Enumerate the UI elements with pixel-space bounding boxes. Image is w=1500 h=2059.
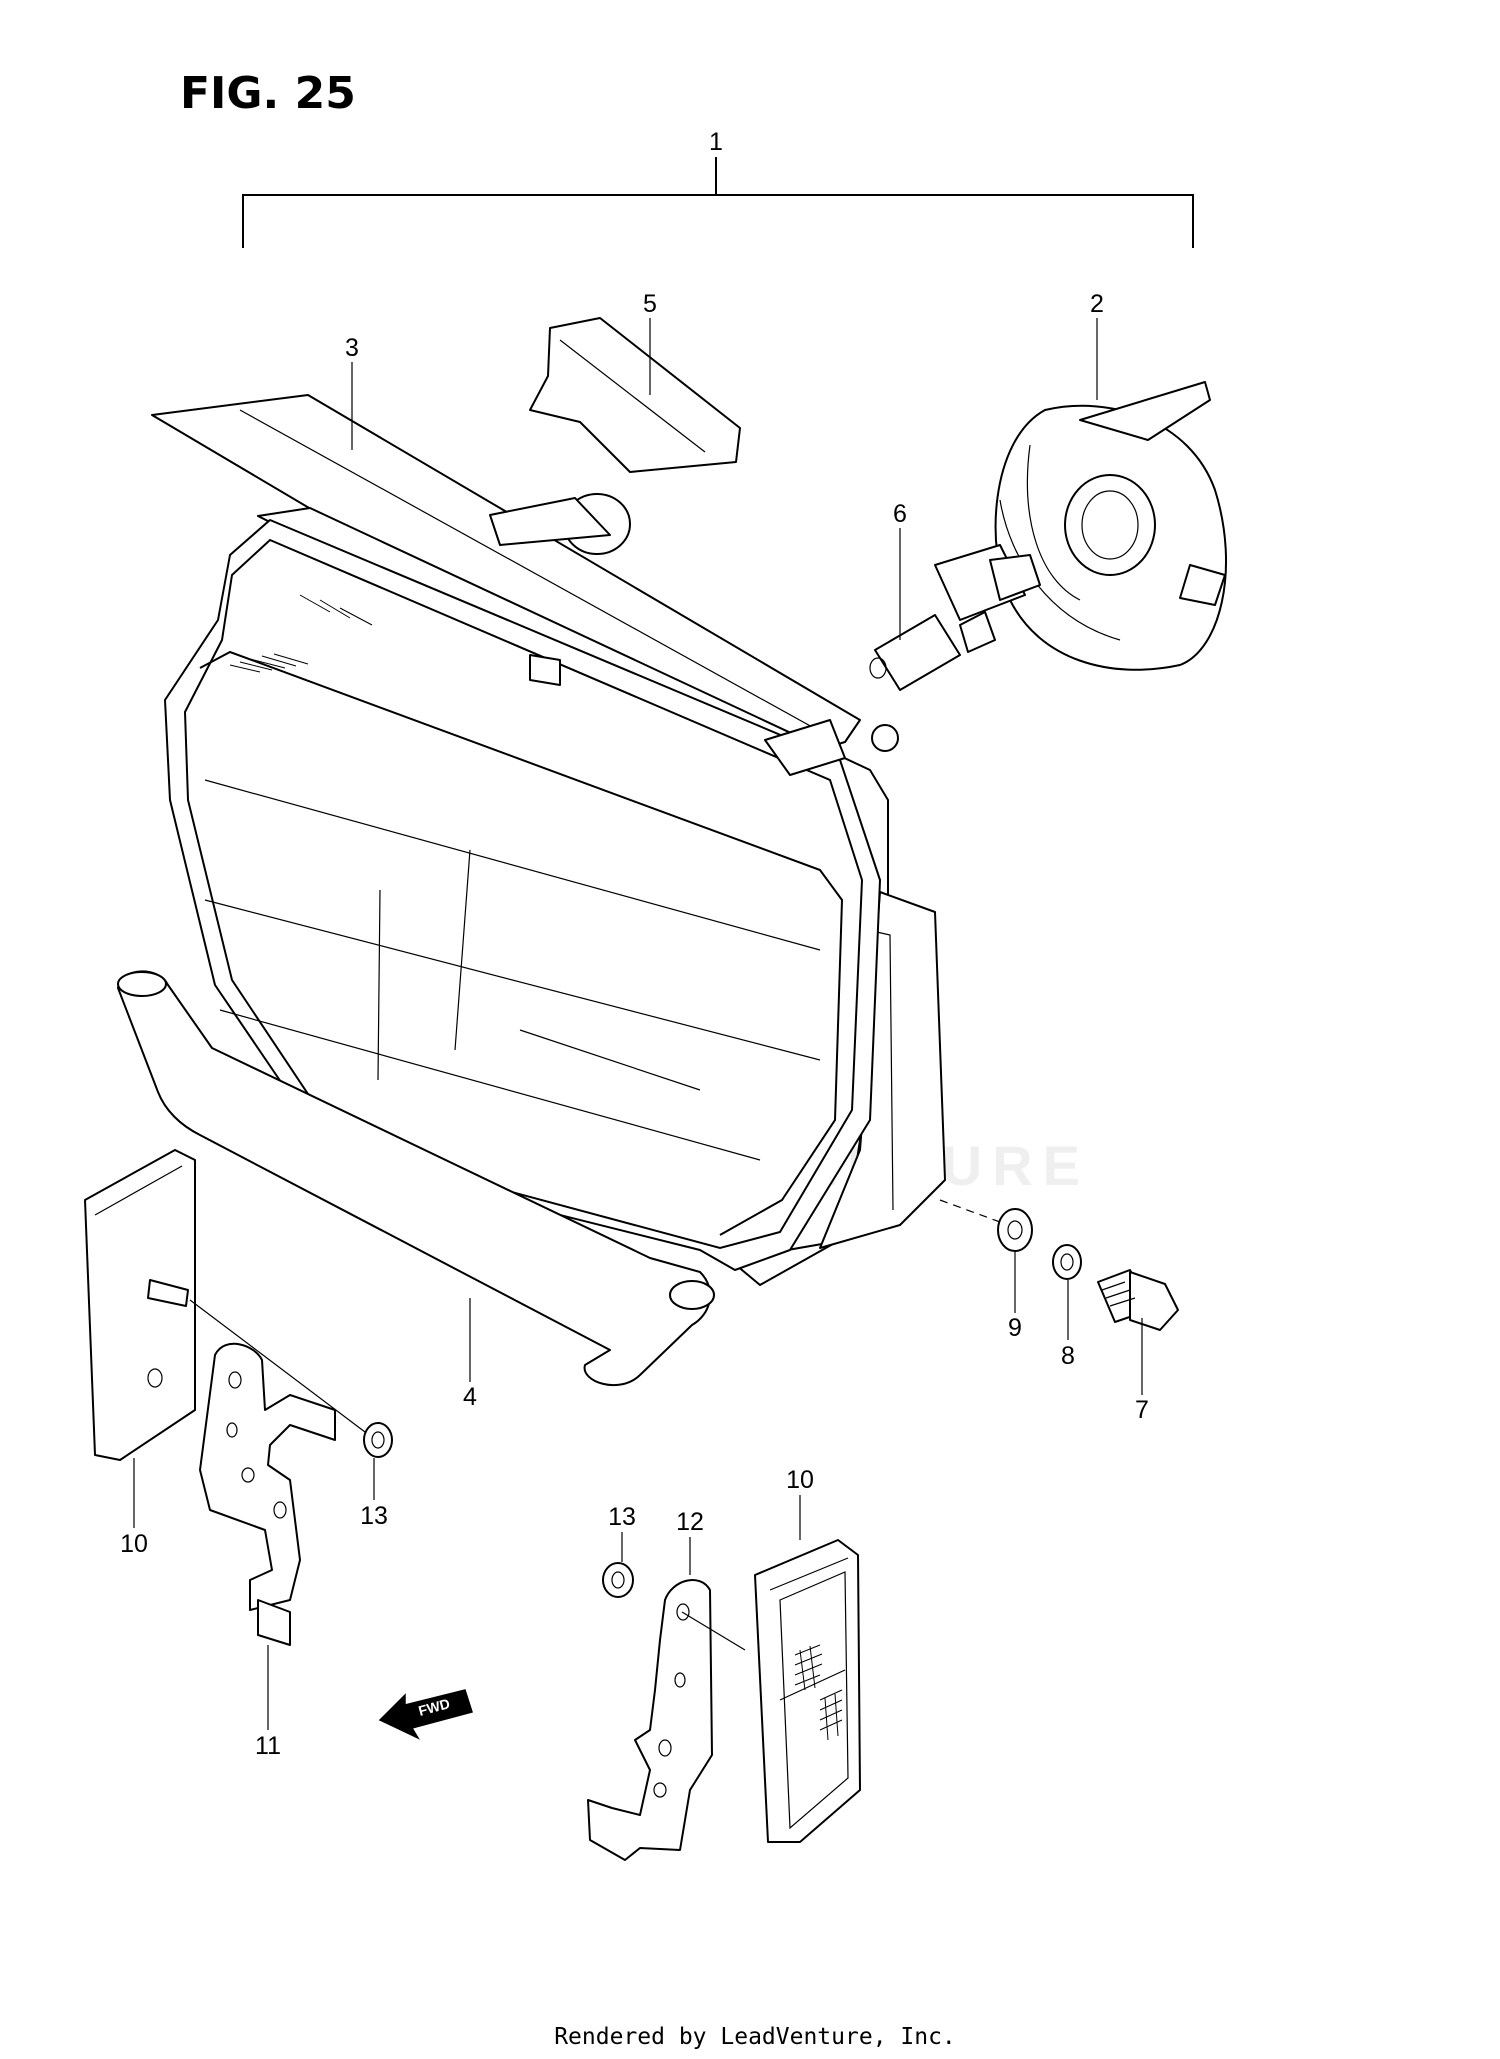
bulb [869,544,1041,691]
callout-13-right: 13 [608,1503,636,1531]
bracket-right [587,1579,713,1861]
callout-5: 5 [643,290,657,318]
fwd-label: FWD [417,1695,452,1719]
reflector-left [84,1149,196,1461]
fwd-arrow-icon: FWD [378,1689,473,1740]
assembly-bracket [242,157,1194,248]
callout-8: 8 [1061,1342,1075,1370]
bolt [1097,1269,1179,1331]
callout-11: 11 [255,1732,281,1760]
lower-cover [117,970,715,1387]
reflector-right [754,1539,861,1843]
leader-stud-left [189,1299,366,1433]
callout-6: 6 [893,500,907,528]
footer-credit: Rendered by LeadVenture, Inc. [554,2024,956,2050]
callout-3: 3 [345,334,359,362]
headlight-lens [164,519,881,1271]
nut-left [363,1422,393,1458]
washer-9 [997,1208,1033,1252]
callout-7: 7 [1135,1396,1149,1424]
stud-left [147,1279,189,1307]
leader-washer [939,1199,1001,1223]
reflector-hatch [794,1644,843,1741]
plate [529,317,741,473]
callout-2: 2 [1090,290,1104,318]
callout-13-left: 13 [360,1502,388,1530]
callout-9: 9 [1008,1314,1022,1342]
nut-right [602,1562,634,1598]
callout-10-right: 10 [786,1466,814,1494]
callout-10-left: 10 [120,1530,148,1558]
leader-lines [133,318,1143,1730]
washer-8 [1052,1244,1082,1280]
callout-1: 1 [709,128,723,156]
callout-12: 12 [676,1508,704,1536]
callout-4: 4 [463,1383,477,1411]
figure-title: FIG. 25 [180,68,356,119]
socket [994,381,1227,671]
bracket-left [199,1342,336,1646]
leader-bracket-right [681,1611,746,1651]
